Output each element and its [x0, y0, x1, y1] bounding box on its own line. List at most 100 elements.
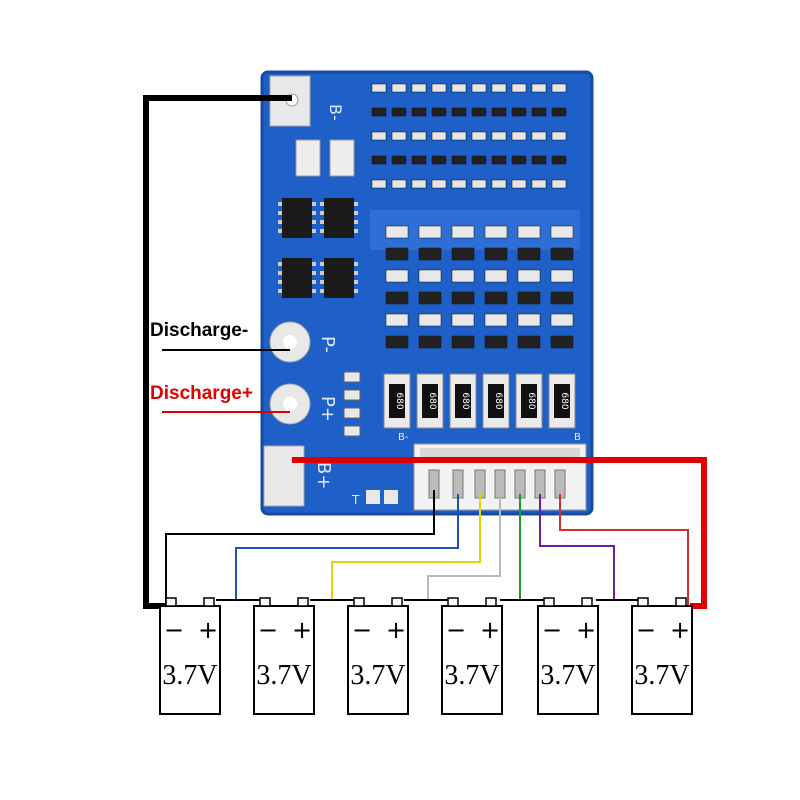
cell-voltage: 3.7V: [540, 660, 595, 691]
smd-part: [385, 269, 409, 283]
smd-part: [491, 179, 507, 189]
positive-terminal: [581, 597, 593, 607]
capacitor: [295, 139, 321, 177]
cell-plus-sign: +: [576, 616, 596, 644]
smd-part: [451, 335, 475, 349]
discharge-minus-label: Discharge-: [150, 320, 248, 341]
ic-chip: [282, 258, 312, 298]
ic-chip: [324, 258, 354, 298]
cell-voltage: 3.7V: [162, 660, 217, 691]
pad-b-minus-label: B-: [326, 104, 345, 121]
smd-part: [511, 179, 527, 189]
smd-part: [517, 269, 541, 283]
smd-part: [484, 269, 508, 283]
smd-part: [517, 335, 541, 349]
smd-part: [531, 131, 547, 141]
smd-part: [391, 83, 407, 93]
smd-part: [391, 155, 407, 165]
connector-right-label: B: [574, 432, 581, 443]
smd-part: [484, 225, 508, 239]
ic-pin: [312, 289, 316, 293]
smd-part: [511, 107, 527, 117]
resistor-body: [488, 384, 504, 418]
positive-terminal: [391, 597, 403, 607]
cell-body: [631, 605, 693, 715]
negative-terminal: [447, 597, 459, 607]
wire-balance-red: [559, 494, 689, 606]
cell-minus-sign: −: [164, 616, 184, 644]
cell-plus-sign: +: [292, 616, 312, 644]
smd-part: [531, 179, 547, 189]
smd-part: [371, 179, 387, 189]
connector-pin: [474, 469, 486, 499]
cell-body: [347, 605, 409, 715]
cell-voltage: 3.7V: [256, 660, 311, 691]
connector-pin: [494, 469, 506, 499]
negative-terminal: [259, 597, 271, 607]
resistor-body: [389, 384, 405, 418]
smd-part: [418, 225, 442, 239]
ic-pin: [278, 271, 282, 275]
resistor-code: 680: [394, 392, 404, 409]
cell-plus-sign: +: [198, 616, 218, 644]
ic-pin: [278, 229, 282, 233]
resistor-code: 680: [460, 392, 470, 409]
smd-part: [484, 247, 508, 261]
pad-b-plus-label: B+: [313, 462, 334, 489]
smd-part: [411, 131, 427, 141]
cell-minus-sign: −: [352, 616, 372, 644]
battery-cells: −+3.7V−+3.7V−+3.7V−+3.7V−+3.7V−+3.7V: [159, 597, 693, 715]
smd-part: [431, 155, 447, 165]
smd-part: [491, 107, 507, 117]
smd-part: [385, 335, 409, 349]
connector-pin: [514, 469, 526, 499]
negative-terminal: [353, 597, 365, 607]
ic-chip: [282, 198, 312, 238]
smd-part: [451, 131, 467, 141]
smd-part: [550, 247, 574, 261]
pad-p-minus: P-: [269, 321, 338, 363]
smd-part: [551, 179, 567, 189]
battery-cell: −+3.7V: [441, 597, 503, 715]
ic-pin: [354, 211, 358, 215]
smd-part: [531, 107, 547, 117]
ic-pin: [278, 211, 282, 215]
ic-pin: [320, 271, 324, 275]
smd-part: [411, 155, 427, 165]
ic-pin: [312, 229, 316, 233]
pad-t: T: [351, 490, 398, 507]
smd-part: [385, 247, 409, 261]
ic-pin: [320, 211, 324, 215]
positive-terminal: [485, 597, 497, 607]
smd-part: [517, 225, 541, 239]
cell-minus-sign: −: [636, 616, 656, 644]
smd-part: [371, 131, 387, 141]
smd-part: [471, 155, 487, 165]
ic-pin: [354, 271, 358, 275]
smd-part: [343, 389, 361, 401]
positive-terminal: [675, 597, 687, 607]
cell-voltage: 3.7V: [634, 660, 689, 691]
smd-part: [431, 107, 447, 117]
smd-part: [431, 179, 447, 189]
smd-part: [511, 131, 527, 141]
smd-part: [551, 107, 567, 117]
cell-body: [537, 605, 599, 715]
pad-p-minus-label: P-: [317, 336, 338, 353]
smd-part: [451, 291, 475, 305]
smd-part: [484, 335, 508, 349]
wire-balance-black: [165, 490, 435, 606]
smd-part: [517, 313, 541, 327]
smd-part: [371, 155, 387, 165]
smd-part: [484, 291, 508, 305]
smd-part: [431, 83, 447, 93]
smd-part: [451, 269, 475, 283]
smd-part: [471, 107, 487, 117]
cell-voltage: 3.7V: [350, 660, 405, 691]
resistor-body: [422, 384, 438, 418]
smd-part: [451, 225, 475, 239]
smd-part: [371, 107, 387, 117]
smd-part: [517, 291, 541, 305]
